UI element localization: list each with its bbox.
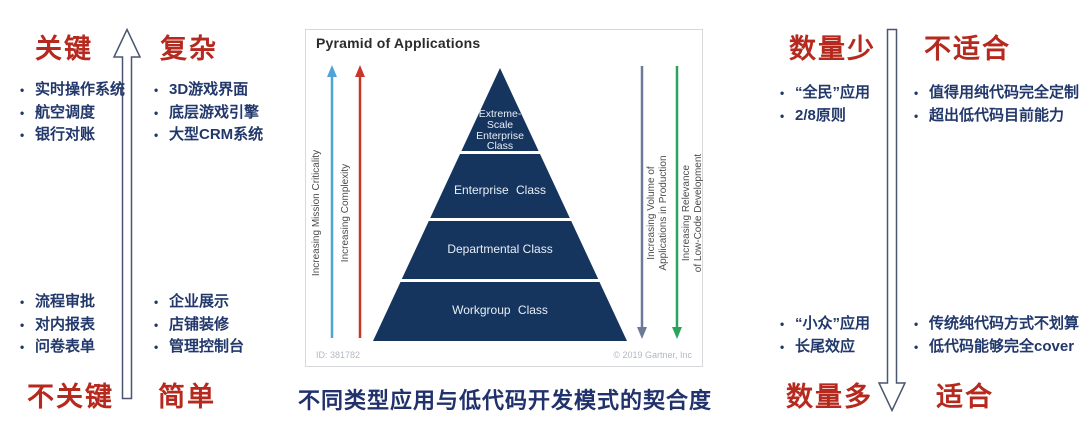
tier1-label-line2: Scale <box>487 119 513 131</box>
caption-main: 不同类型应用与低代码开发模式的 <box>297 388 643 413</box>
list-item: 银行对账 <box>18 124 125 147</box>
list-item: 2/8原则 <box>778 105 870 128</box>
list-item: 问卷表单 <box>18 336 95 359</box>
list-item: 传统纯代码方式不划算 <box>912 313 1079 336</box>
list-item: 流程审批 <box>18 291 95 314</box>
pyramid-tier-workgroup <box>373 282 627 341</box>
noncritical-header: 不关键 <box>27 382 114 412</box>
many-quantity-header: 数量多 <box>786 382 873 412</box>
few-quantity-header: 数量少 <box>789 34 876 64</box>
relevance-axis-label: Increasing Relevance of Low-Code Develop… <box>681 83 705 343</box>
list-item: 管理控制台 <box>152 336 244 359</box>
figure-caption: 不同类型应用与低代码开发模式的契合度 <box>270 383 740 415</box>
down-arrow-icon <box>877 28 907 412</box>
volume-axis-line2: Applications in Production <box>658 155 669 271</box>
tier1-label-line1: Extreme- <box>479 108 522 120</box>
complex-header: 复杂 <box>160 34 218 64</box>
simple-examples-list: 企业展示 店铺装修 管理控制台 <box>152 291 244 359</box>
tier1-label-line3: Enterprise <box>476 130 524 142</box>
list-item: 值得用纯代码完全定制 <box>912 82 1079 105</box>
tier1-label-line4: Class <box>487 140 513 152</box>
tier2-label: Enterprise Class <box>454 183 546 197</box>
unsuitable-reasons-list: 值得用纯代码完全定制 超出低代码目前能力 <box>912 82 1079 127</box>
caption-emphasis: 契合度 <box>643 388 713 413</box>
gartner-pyramid-panel: Pyramid of Applications Extreme- Scale E… <box>305 29 705 367</box>
list-item: 实时操作系统 <box>18 79 125 102</box>
list-item: 企业展示 <box>152 291 244 314</box>
tier3-label: Departmental Class <box>447 242 552 256</box>
up-arrow-icon <box>112 28 142 400</box>
complex-examples-list: 3D游戏界面 底层游戏引擎 大型CRM系统 <box>152 79 263 147</box>
list-item: 3D游戏界面 <box>152 79 263 102</box>
list-item: 低代码能够完全cover <box>912 336 1079 359</box>
list-item: 长尾效应 <box>778 336 870 359</box>
suitable-reasons-list: 传统纯代码方式不划算 低代码能够完全cover <box>912 313 1079 358</box>
pyramid-diagram: Extreme- Scale Enterprise Class Enterpri… <box>327 65 682 341</box>
quantity-down-arrow <box>877 28 907 412</box>
list-item: 底层游戏引擎 <box>152 102 263 125</box>
tier4-label: Workgroup Class <box>452 303 548 317</box>
criticality-up-arrow <box>112 28 142 400</box>
list-item: 店铺装修 <box>152 314 244 337</box>
panel-title: Pyramid of Applications <box>316 35 481 51</box>
copyright-label: © 2019 Gartner, Inc <box>613 350 692 360</box>
volume-axis-label: Increasing Volume of Applications in Pro… <box>646 83 670 343</box>
list-item: 航空调度 <box>18 102 125 125</box>
complexity-arrowhead-icon <box>355 65 365 77</box>
relevance-axis-line2: of Low-Code Development <box>693 153 704 273</box>
pyramid-tier-extreme-scale <box>461 68 539 151</box>
relevance-axis-line1: Increasing Relevance <box>681 164 692 262</box>
suitable-header: 适合 <box>936 382 994 412</box>
complexity-axis-label: Increasing Complexity <box>340 163 351 263</box>
critical-examples-list: 实时操作系统 航空调度 银行对账 <box>18 79 125 147</box>
list-item: 超出低代码目前能力 <box>912 105 1079 128</box>
unsuitable-header: 不适合 <box>924 34 1011 64</box>
mission-criticality-axis-label: Increasing Mission Criticality <box>311 149 322 277</box>
list-item: 对内报表 <box>18 314 95 337</box>
volume-arrowhead-icon <box>637 327 647 339</box>
figure-id-label: ID: 381782 <box>316 350 361 360</box>
pyramid-tier-departmental <box>401 221 599 279</box>
volume-axis-line1: Increasing Volume of <box>646 166 657 260</box>
many-quantity-list: “小众”应用 长尾效应 <box>778 313 870 358</box>
few-quantity-list: “全民”应用 2/8原则 <box>778 82 870 127</box>
simple-header: 简单 <box>158 382 216 412</box>
relevance-arrowhead-icon <box>672 327 682 339</box>
list-item: 大型CRM系统 <box>152 124 263 147</box>
mission-criticality-arrowhead-icon <box>327 65 337 77</box>
noncritical-examples-list: 流程审批 对内报表 问卷表单 <box>18 291 95 359</box>
list-item: “小众”应用 <box>778 313 870 336</box>
critical-header: 关键 <box>35 34 93 64</box>
pyramid-tier-enterprise <box>430 154 570 218</box>
list-item: “全民”应用 <box>778 82 870 105</box>
